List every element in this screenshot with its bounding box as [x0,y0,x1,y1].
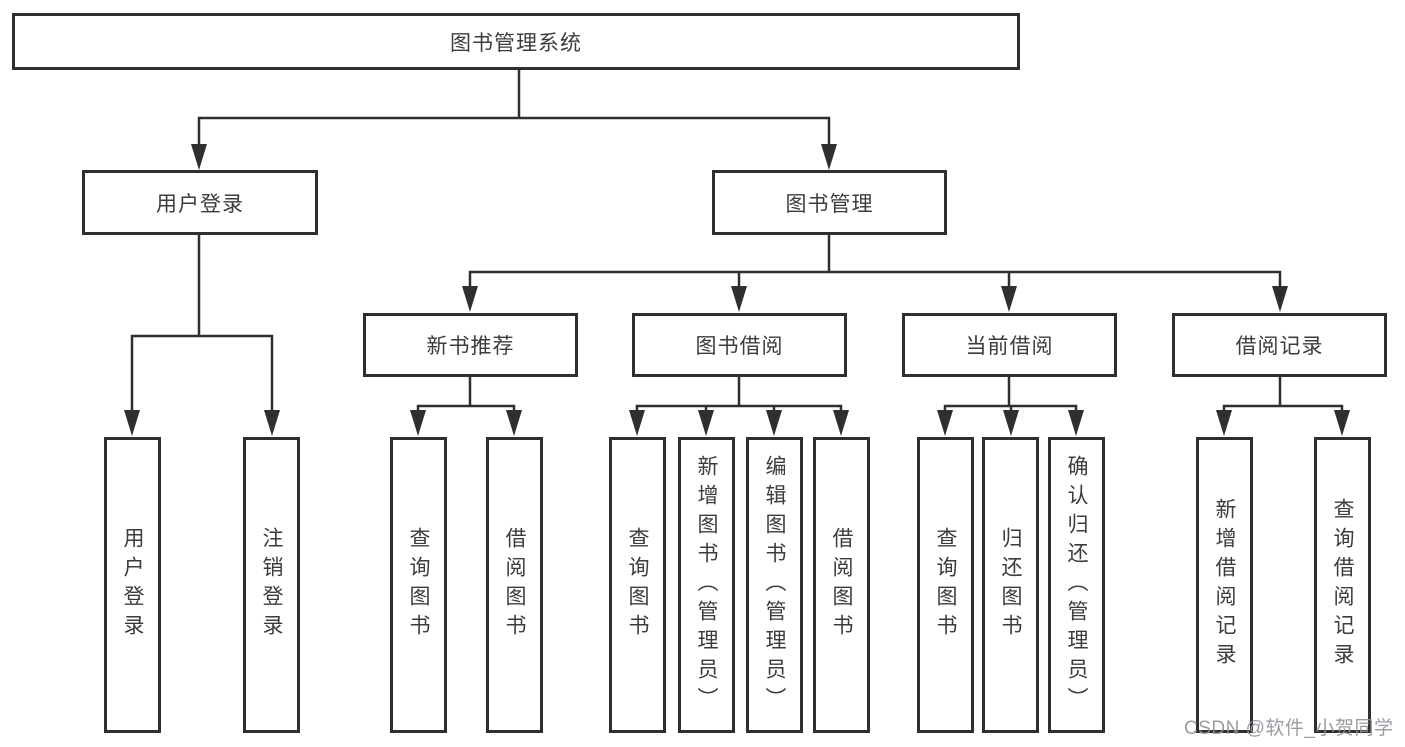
leaf-return-book: 归还图书 [982,437,1039,733]
node-library-system: 图书管理系统 [12,13,1020,70]
leaf-borrow-book-recommend: 借阅图书 [486,437,543,733]
node-label: 用户登录 [121,527,144,643]
node-label: 确认归还（管理员） [1065,454,1088,716]
node-label: 查询图书 [934,527,957,643]
leaf-user-login: 用户登录 [104,437,161,733]
node-label: 借阅图书 [830,527,853,643]
node-label: 借阅图书 [503,527,526,643]
node-label: 查询图书 [626,527,649,643]
node-label: 新书推荐 [426,335,515,358]
node-label: 查询图书 [407,527,430,643]
node-label: 新增图书（管理员） [695,454,718,716]
leaf-logout: 注销登录 [243,437,300,733]
node-label: 新增借阅记录 [1213,498,1236,672]
leaf-confirm-return-admin: 确认归还（管理员） [1048,437,1105,733]
leaf-borrow-book: 借阅图书 [813,437,870,733]
node-label: 归还图书 [999,527,1022,643]
node-borrow-records: 借阅记录 [1172,313,1387,377]
leaf-add-book-admin: 新增图书（管理员） [678,437,735,733]
node-label: 注销登录 [260,527,283,643]
node-book-borrow: 图书借阅 [632,313,847,377]
node-label: 编辑图书（管理员） [763,454,786,716]
leaf-query-borrow-record: 查询借阅记录 [1314,437,1371,733]
node-user-login: 用户登录 [82,170,318,235]
node-label: 当前借阅 [965,335,1054,358]
node-label: 图书管理 [785,192,874,216]
node-current-borrow: 当前借阅 [902,313,1117,377]
leaf-query-book-borrow: 查询图书 [609,437,666,733]
node-book-management: 图书管理 [712,170,947,235]
node-label: 用户登录 [156,192,244,216]
leaf-query-book-current: 查询图书 [917,437,974,733]
node-label: 图书管理系统 [450,31,582,55]
node-label: 图书借阅 [695,335,784,358]
node-label: 借阅记录 [1235,335,1324,358]
node-label: 查询借阅记录 [1331,498,1354,672]
leaf-add-borrow-record: 新增借阅记录 [1196,437,1253,733]
leaf-query-book-recommend: 查询图书 [390,437,447,733]
leaf-edit-book-admin: 编辑图书（管理员） [746,437,803,733]
node-new-book-recommend: 新书推荐 [363,313,578,377]
csdn-watermark: CSDN @软件_小贺同学 [1184,718,1394,739]
